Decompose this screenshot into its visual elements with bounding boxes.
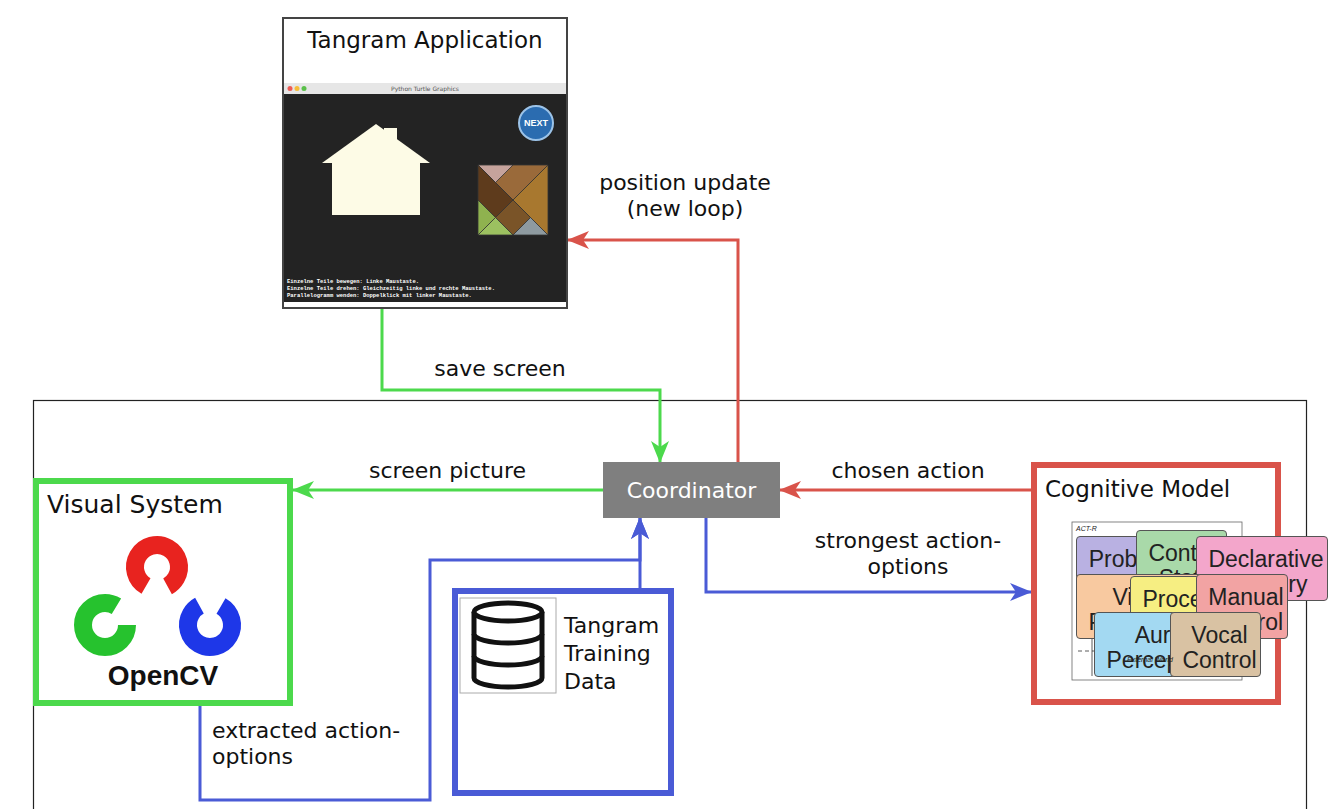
edge-label: save screen bbox=[405, 356, 595, 382]
actr-module: Vocal Control bbox=[1170, 612, 1261, 677]
module-box: Visual SystemOpenCV bbox=[33, 478, 293, 706]
tangram-pieces bbox=[478, 165, 548, 235]
store-label: Tangram Training Data bbox=[564, 612, 664, 696]
data-store-box: Tangram Training Data bbox=[452, 588, 674, 796]
module-title: Cognitive Model bbox=[1045, 476, 1230, 502]
edge-label: extracted action-options bbox=[212, 718, 422, 771]
opencv-logo bbox=[83, 537, 240, 655]
module-title: Visual System bbox=[47, 490, 223, 519]
connector-arrow bbox=[706, 518, 1031, 592]
coordinator-label: Coordinator bbox=[627, 478, 757, 503]
module-label: Vocal Control bbox=[1180, 623, 1259, 674]
connector-arrow bbox=[780, 489, 1031, 492]
edge-label: screen picture bbox=[300, 458, 595, 484]
logo-text: OpenCV bbox=[39, 660, 287, 692]
connector-arrow bbox=[382, 309, 660, 462]
system-frame bbox=[34, 401, 1307, 809]
figure-title: ACT-R bbox=[1076, 524, 1097, 533]
coordinator-box: Coordinator bbox=[603, 462, 780, 518]
instruction-text: Parallelogramm wenden: Doppelklick mit l… bbox=[287, 293, 472, 299]
instruction-text: Einzelne Teile drehen: Gleichzeitig link… bbox=[287, 286, 495, 292]
button-label: NEXT bbox=[516, 117, 556, 129]
window-caption: Python Turtle Graphics bbox=[284, 85, 566, 92]
edge-label: position update (new loop) bbox=[572, 170, 798, 223]
application-window: Tangram Application bbox=[282, 17, 568, 309]
figure-note: External World bbox=[1072, 655, 1228, 664]
edge-label: chosen action bbox=[790, 458, 1026, 484]
app-screenshot bbox=[284, 83, 566, 302]
instruction-text: Einzelne Teile bewegen: Linke Maustaste. bbox=[287, 279, 419, 285]
house-shape bbox=[322, 124, 430, 215]
edge-label: strongest action-options bbox=[790, 528, 1026, 581]
connector-arrow bbox=[568, 240, 738, 462]
window-title: Tangram Application bbox=[307, 27, 542, 53]
connector-arrow bbox=[639, 518, 642, 588]
database-icon bbox=[460, 598, 556, 693]
connector-arrow bbox=[293, 489, 603, 492]
module-box: Cognitive ModelProblem StateControl Stat… bbox=[1031, 462, 1281, 705]
